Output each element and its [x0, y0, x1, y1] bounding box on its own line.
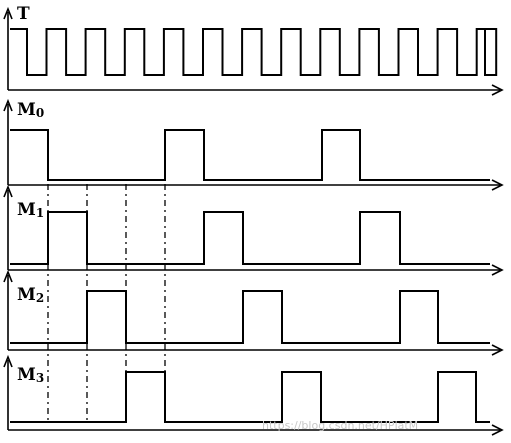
M3-label: M3: [17, 365, 44, 385]
M2-label: M2: [17, 285, 44, 305]
M1-label: M1: [17, 200, 44, 220]
watermark: https://blog.csdn.net/HPlatM: [262, 419, 418, 432]
signal-M1: M1: [3, 184, 504, 276]
signal-M2: M2: [3, 269, 504, 356]
M3-x-arrow: [491, 424, 504, 436]
timing-guides: [47, 184, 166, 424]
M3-waveform: [10, 371, 490, 423]
M1-waveform: [10, 211, 490, 265]
T-y-arrow: [3, 6, 13, 20]
M2-x-arrow: [491, 344, 504, 356]
signal-M0: M0: [3, 98, 504, 191]
M1-y-arrow: [3, 184, 13, 198]
signal-T: T: [3, 4, 504, 96]
M0-waveform: [10, 129, 490, 181]
M1-x-arrow: [491, 264, 504, 276]
T-waveform: [10, 28, 498, 76]
M3-y-arrow: [3, 354, 13, 368]
M0-label: M0: [17, 100, 44, 120]
M2-y-arrow: [3, 269, 13, 283]
M2-waveform: [10, 290, 490, 344]
M0-x-arrow: [491, 179, 504, 191]
M0-y-arrow: [3, 98, 13, 112]
signal-M3: M3: [3, 354, 504, 436]
T-label: T: [17, 4, 30, 24]
T-x-arrow: [491, 84, 504, 96]
